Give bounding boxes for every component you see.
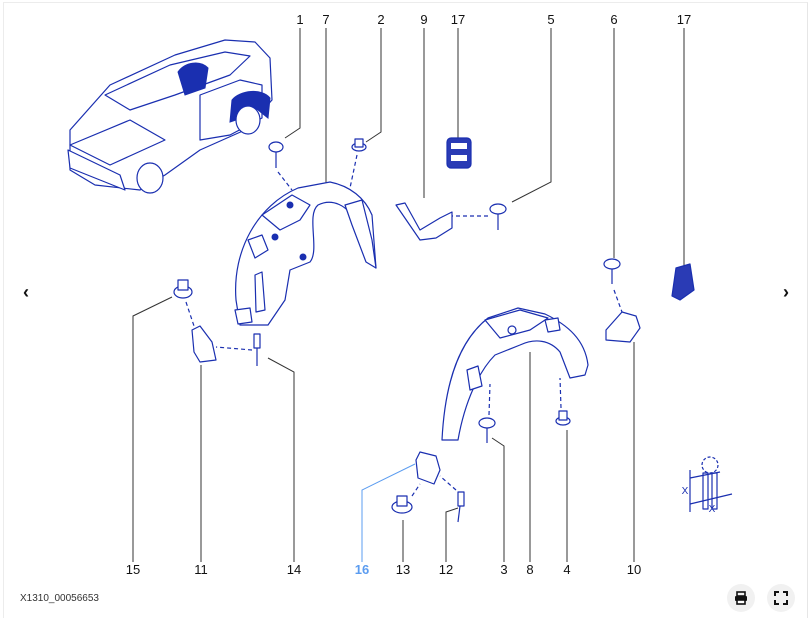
callout-9[interactable]: 9 [420, 12, 428, 27]
chevron-right-icon: › [783, 281, 789, 302]
clip-17b [671, 263, 695, 301]
assembly-arrow [215, 346, 253, 351]
nut-15 [173, 279, 193, 299]
print-button[interactable] [727, 584, 755, 612]
assembly-arrow [613, 289, 623, 313]
fullscreen-button[interactable] [767, 584, 795, 612]
bracket-11 [191, 325, 217, 363]
callout-6[interactable]: 6 [610, 12, 618, 27]
stud-12 [457, 491, 465, 523]
callout-15[interactable]: 15 [125, 562, 141, 577]
next-button[interactable]: › [776, 280, 796, 304]
torque-label-x: X [708, 504, 716, 515]
assembly-arrow [349, 154, 358, 189]
callout-14[interactable]: 14 [286, 562, 302, 577]
front-wheel-arch-liner [234, 181, 377, 326]
rear-wheel-arch-liner [441, 307, 589, 441]
screw-6 [603, 258, 621, 284]
screw-1 [268, 141, 284, 168]
assembly-arrow [559, 377, 562, 409]
callout-17[interactable]: 17 [450, 12, 466, 27]
assembly-arrow [411, 483, 421, 497]
highlight-leader-16 [361, 463, 416, 562]
screw-5 [489, 203, 507, 230]
leader-lines [132, 28, 685, 562]
vehicle-illustration [67, 39, 273, 194]
torque-label-x: X [681, 486, 689, 497]
callout-11[interactable]: 11 [194, 562, 208, 577]
clip-17a [446, 137, 472, 169]
diagram-reference-code: X1310_00056653 [20, 593, 99, 604]
callout-8[interactable]: 8 [526, 562, 534, 577]
callout-16-highlighted[interactable]: 16 [354, 562, 370, 577]
bracket-9 [395, 202, 453, 241]
assembly-arrow [488, 383, 491, 416]
bracket-16 [415, 451, 441, 485]
assembly-arrow [185, 301, 195, 327]
callout-10[interactable]: 10 [626, 562, 642, 577]
callout-7[interactable]: 7 [322, 12, 330, 27]
callout-17[interactable]: 17 [676, 12, 692, 27]
assembly-arrow [277, 171, 293, 191]
callout-13[interactable]: 13 [395, 562, 411, 577]
callout-3[interactable]: 3 [500, 562, 508, 577]
nut-13 [391, 495, 413, 514]
callout-4[interactable]: 4 [563, 562, 571, 577]
callout-1[interactable]: 1 [296, 12, 304, 27]
torque-symbol [689, 456, 733, 512]
fullscreen-icon [774, 591, 788, 605]
stud-14 [253, 333, 261, 366]
printer-icon [735, 591, 747, 605]
bracket-10 [605, 311, 641, 343]
clip-4 [555, 410, 571, 426]
chevron-left-icon: ‹ [23, 281, 29, 302]
callout-5[interactable]: 5 [547, 12, 555, 27]
screw-3 [478, 417, 496, 443]
assembly-arrow [439, 475, 457, 491]
callout-12[interactable]: 12 [438, 562, 454, 577]
callout-2[interactable]: 2 [377, 12, 385, 27]
clip-2 [351, 138, 367, 152]
previous-button[interactable]: ‹ [16, 280, 36, 304]
